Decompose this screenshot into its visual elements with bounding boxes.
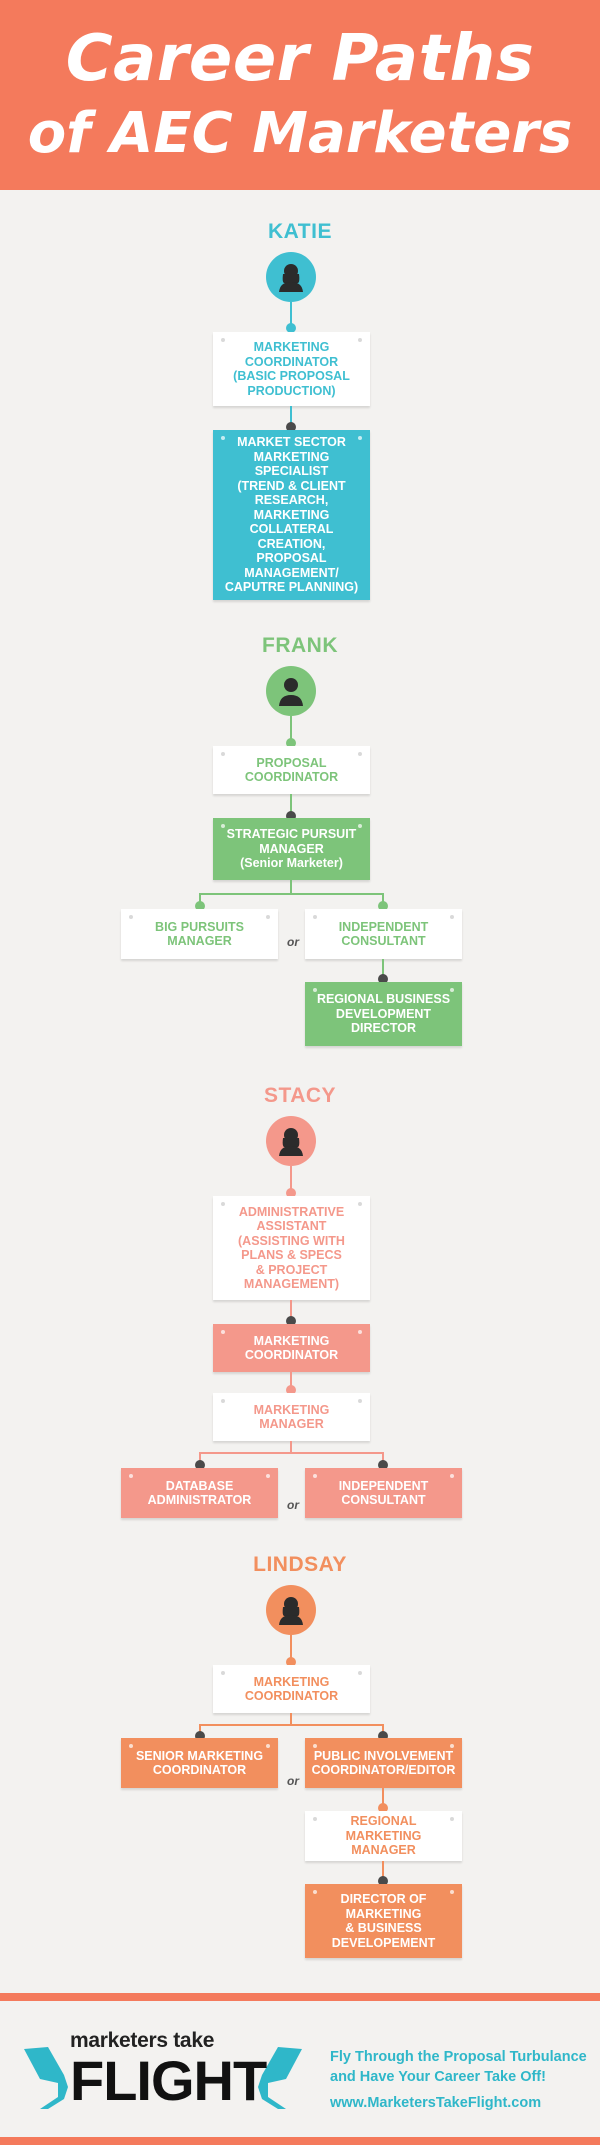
connector-dot <box>195 1731 205 1741</box>
connector-line <box>199 1724 201 1734</box>
katie-role-market-sector-specialist: MARKET SECTOR MARKETING SPECIALIST (TREN… <box>213 430 370 600</box>
connector-line <box>382 893 384 903</box>
connector-dot <box>378 1876 388 1886</box>
lindsay-role-senior-marketing-coordinator: SENIOR MARKETING COORDINATOR <box>121 1738 278 1788</box>
connector-line <box>290 1635 292 1661</box>
stacy-role-administrative-assistant: ADMINISTRATIVE ASSISTANT (ASSISTING WITH… <box>213 1196 370 1300</box>
frank-role-big-pursuits-manager: BIG PURSUITS MANAGER <box>121 909 278 959</box>
connector-line <box>290 406 292 426</box>
connector-dot <box>195 1460 205 1470</box>
or-separator: or <box>287 1498 299 1512</box>
connector-dot <box>195 901 205 911</box>
footer-tagline: Fly Through the Proposal Turbulance and … <box>330 2049 587 2085</box>
logo-small-text: marketers take <box>70 2029 215 2052</box>
or-separator: or <box>287 1774 299 1788</box>
connector-line <box>290 302 292 328</box>
person-name-frank: FRANK <box>262 634 338 657</box>
lindsay-role-director-marketing-bd: DIRECTOR OF MARKETING & BUSINESS DEVELOP… <box>305 1884 462 1958</box>
connector-dot <box>378 974 388 984</box>
frank-role-strategic-pursuit-manager: STRATEGIC PURSUIT MANAGER (Senior Market… <box>213 818 370 880</box>
connector-dot <box>378 901 388 911</box>
title-line-1: Career Paths <box>65 22 535 96</box>
connector-dot <box>378 1803 388 1813</box>
person-name-katie: KATIE <box>268 220 332 243</box>
katie-role-marketing-coordinator: MARKETING COORDINATOR (BASIC PROPOSAL PR… <box>213 332 370 406</box>
avatar-katie <box>266 252 316 302</box>
logo-big-text: FLIGHT <box>70 2049 267 2112</box>
connector-line <box>382 1724 384 1734</box>
footer-bottom-band <box>0 2137 600 2145</box>
connector-dot <box>286 323 296 333</box>
connector-line <box>382 1861 384 1881</box>
connector-line <box>199 893 201 903</box>
footer: marketers take FLIGHT Fly Through the Pr… <box>0 2001 600 2137</box>
connector-line <box>290 716 292 742</box>
connector-line <box>382 1452 384 1462</box>
footer-top-band <box>0 1993 600 2001</box>
footer-website-link[interactable]: www.MarketersTakeFlight.com <box>330 2095 542 2111</box>
stacy-role-marketing-manager: MARKETING MANAGER <box>213 1393 370 1441</box>
lindsay-role-public-involvement-coordinator: PUBLIC INVOLVEMENT COORDINATOR/EDITOR <box>305 1738 462 1788</box>
person-name-lindsay: LINDSAY <box>253 1553 347 1576</box>
female-person-icon <box>279 1597 303 1625</box>
connector-dot <box>286 1385 296 1395</box>
lindsay-role-marketing-coordinator: MARKETING COORDINATOR <box>213 1665 370 1713</box>
stacy-role-marketing-coordinator: MARKETING COORDINATOR <box>213 1324 370 1372</box>
connector-line <box>290 1300 292 1320</box>
female-person-icon <box>279 1128 303 1156</box>
title-line-2: of AEC Marketers <box>27 101 573 166</box>
connector-dot <box>286 422 296 432</box>
connector-line <box>290 1372 292 1390</box>
avatar-stacy <box>266 1116 316 1166</box>
header-banner: Career Paths of AEC Marketers <box>0 0 600 190</box>
branch-line <box>199 1724 383 1726</box>
avatar-lindsay <box>266 1585 316 1635</box>
connector-dot <box>286 1188 296 1198</box>
branch-line <box>199 893 383 895</box>
avatar-frank <box>266 666 316 716</box>
branch-line <box>199 1452 383 1454</box>
connector-line <box>382 959 384 979</box>
stacy-role-independent-consultant: INDEPENDENT CONSULTANT <box>305 1468 462 1518</box>
connector-dot <box>286 1657 296 1667</box>
male-person-icon <box>279 678 303 706</box>
connector-line <box>199 1452 201 1462</box>
connector-line <box>382 1788 384 1808</box>
connector-dot <box>378 1460 388 1470</box>
stacy-role-database-administrator: DATABASE ADMINISTRATOR <box>121 1468 278 1518</box>
person-name-stacy: STACY <box>263 1084 337 1107</box>
or-separator: or <box>287 935 299 949</box>
connector-dot <box>378 1731 388 1741</box>
connector-dot <box>286 811 296 821</box>
frank-role-independent-consultant: INDEPENDENT CONSULTANT <box>305 909 462 959</box>
marketers-take-flight-logo: marketers take FLIGHT <box>18 2027 308 2117</box>
connector-dot <box>286 738 296 748</box>
frank-role-regional-bd-director: REGIONAL BUSINESS DEVELOPMENT DIRECTOR <box>305 982 462 1046</box>
airplane-icon <box>24 2047 302 2109</box>
female-person-icon <box>279 264 303 292</box>
connector-line <box>290 1166 292 1192</box>
connector-line <box>290 1441 292 1453</box>
connector-line <box>290 880 292 894</box>
connector-line <box>290 1713 292 1725</box>
connector-dot <box>286 1316 296 1326</box>
lindsay-role-regional-marketing-manager: REGIONAL MARKETING MANAGER <box>305 1811 462 1861</box>
connector-line <box>290 794 292 814</box>
frank-role-proposal-coordinator: PROPOSAL COORDINATOR <box>213 746 370 794</box>
